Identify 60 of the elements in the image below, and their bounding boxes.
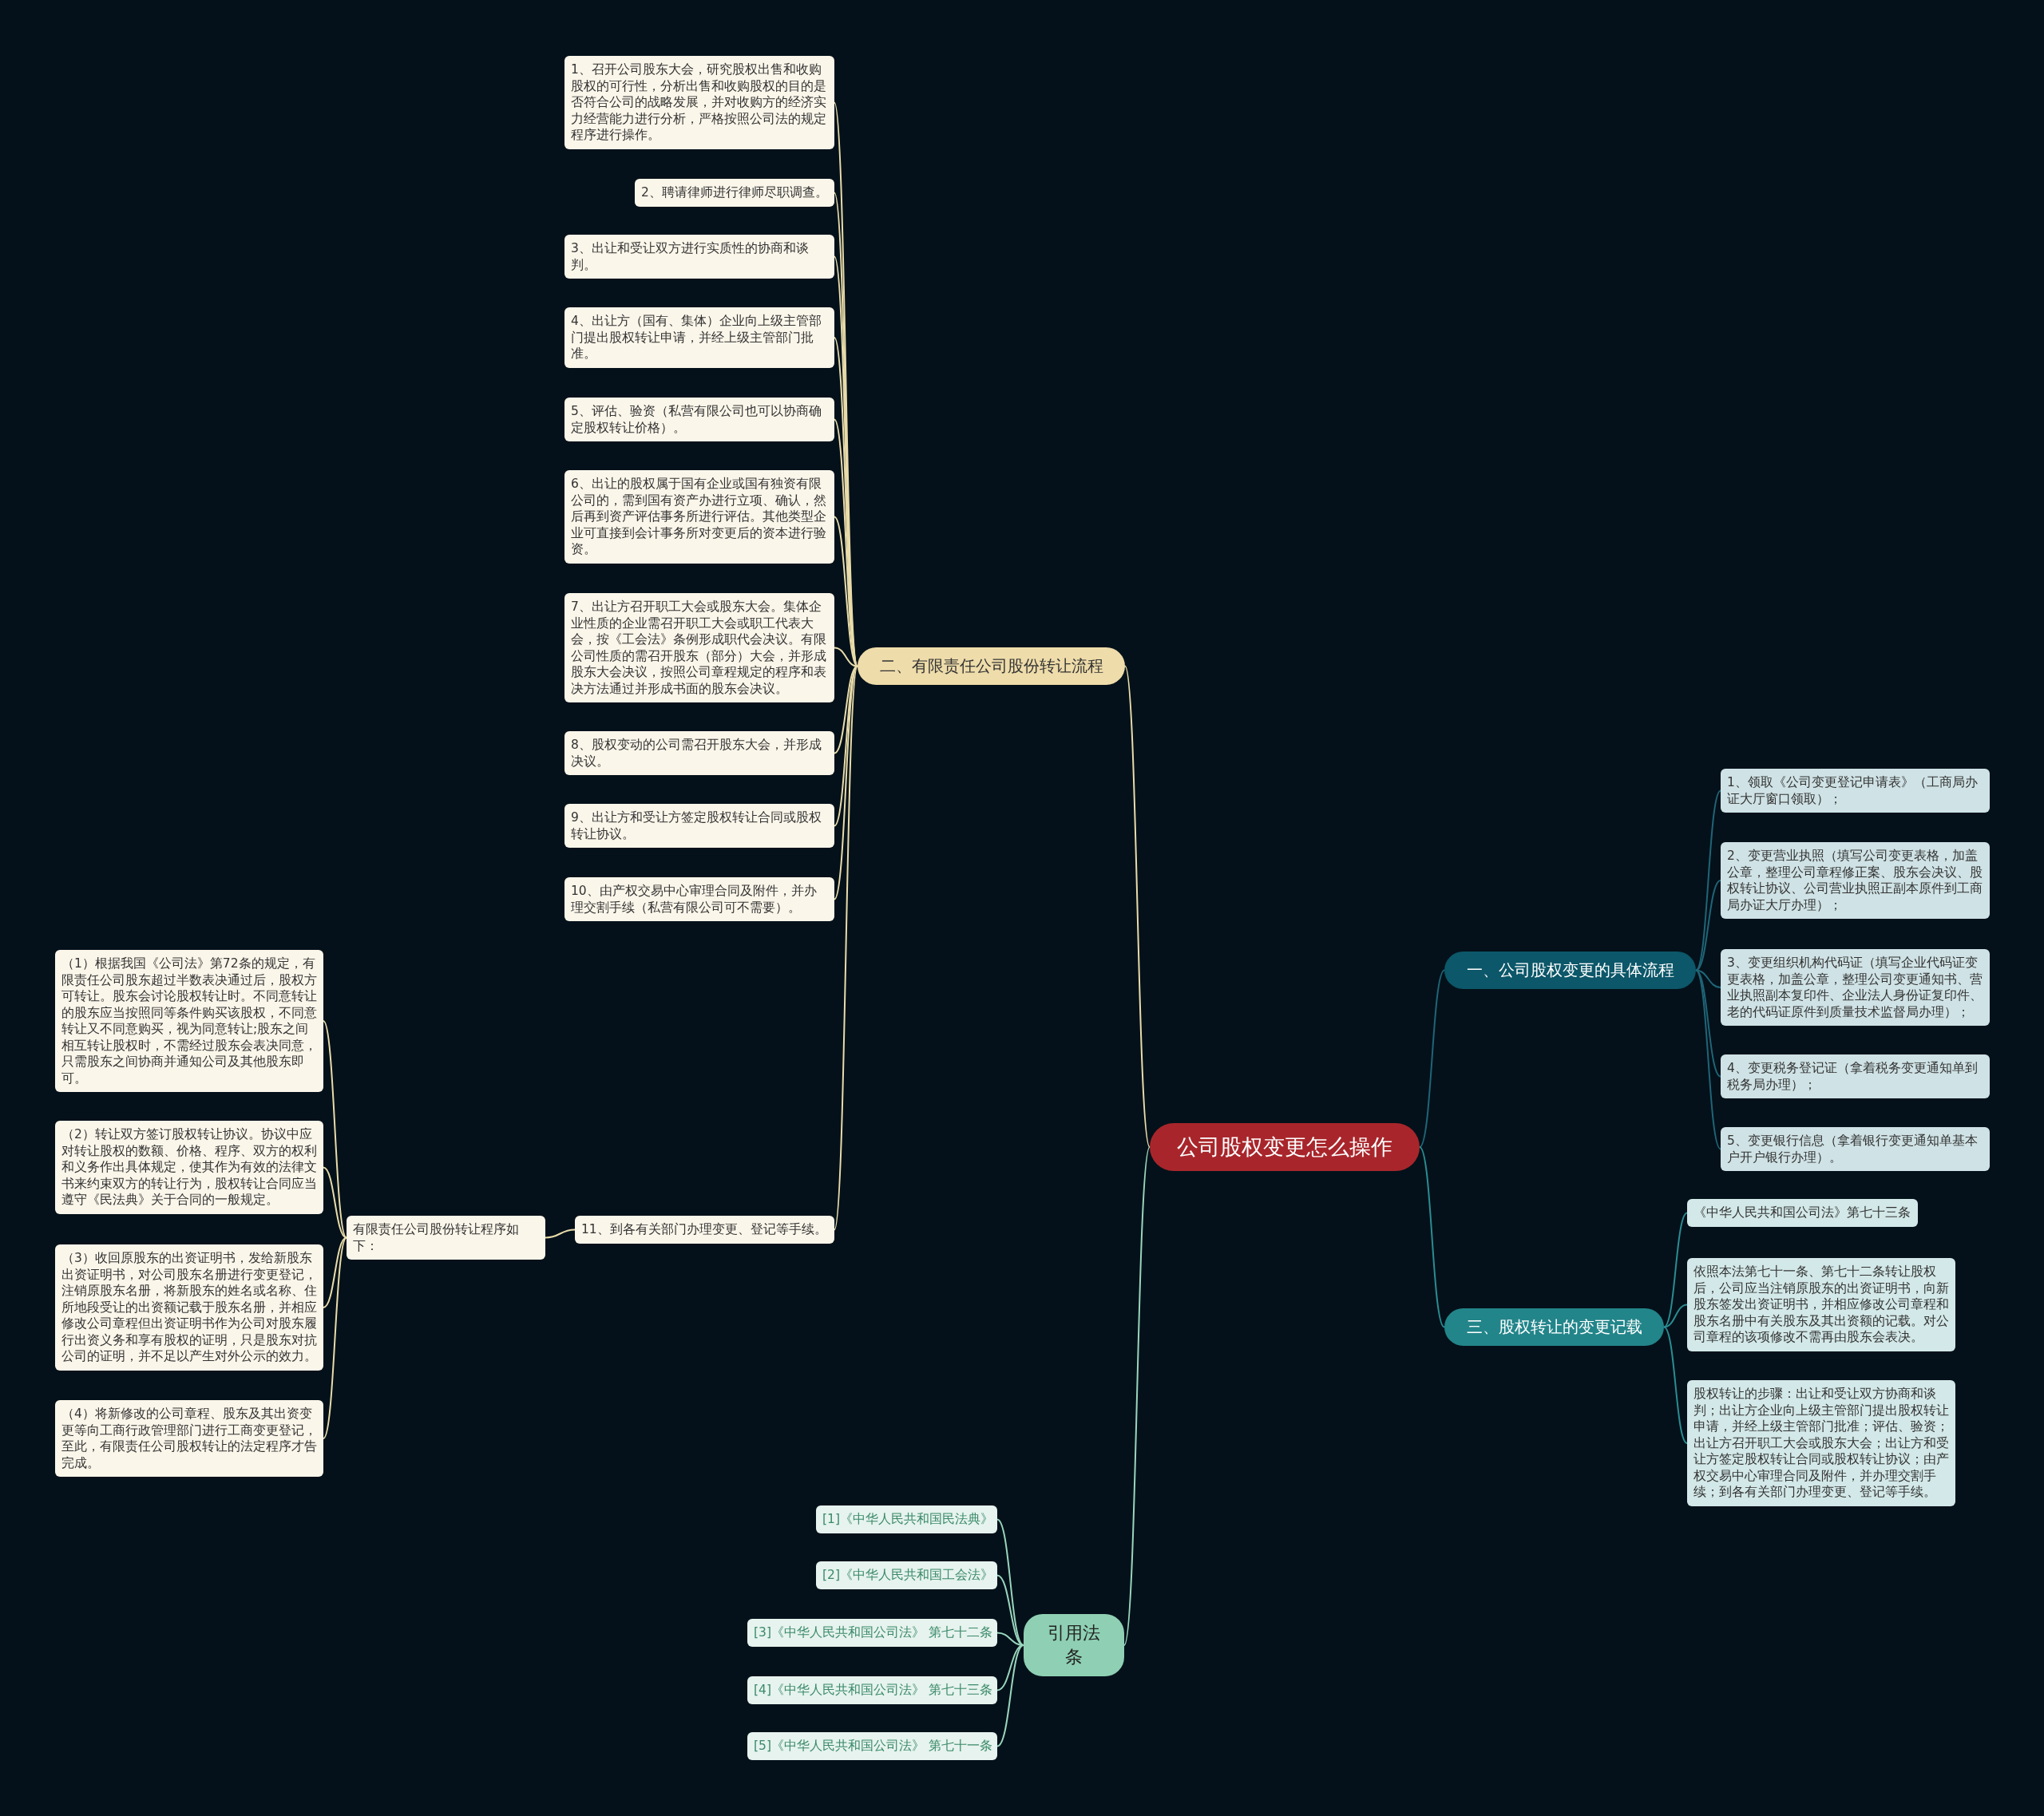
step-box: （2）转让双方签订股权转让协议。协议中应对转让股权的数额、价格、程序、双方的权利和义务作出具体规定，使其作为有效的法律文书来约束双方的转让行为，股权转让合同应当遵守《民法典》关于合同的一般规定。	[55, 1121, 323, 1214]
connector-line	[834, 665, 858, 1231]
connector-line	[1419, 969, 1445, 1148]
step-box: 5、评估、验资（私营有限公司也可以协商确定股权转让价格）。	[564, 398, 834, 441]
step-box: 3、出让和受让双方进行实质性的协商和谈判。	[564, 235, 834, 279]
connector-line	[323, 1236, 347, 1308]
step-box: 9、出让方和受让方签定股权转让合同或股权转让协议。	[564, 804, 834, 848]
step-box: （4）将新修改的公司章程、股东及其出资变更等向工商行政管理部门进行工商变更登记，至此，有限责任公司股权转让的法定程序才告完成。	[55, 1400, 323, 1477]
step-box: 2、聘请律师进行律师尽职调查。	[635, 179, 834, 207]
connector-line	[1124, 665, 1151, 1148]
connector-line	[1663, 1326, 1688, 1444]
connector-line	[1663, 1304, 1688, 1328]
step-box: 10、由产权交易中心审理合同及附件，并办理交割手续（私营有限公司可不需要）。	[564, 877, 834, 921]
connector-line	[1123, 1146, 1151, 1646]
connector-line	[1695, 880, 1721, 971]
connector-line	[996, 1518, 1024, 1646]
note-box: 股权转让的步骤：出让和受让双方协商和谈判；出让方企业向上级主管部门提出股权转让申请，并经上级主管部门批准；评估、验资；出让方召开职工大会或股东大会；出让方和受让方签定股权转让合同或股权转让协议；由产权交易中心审理合同及附件，并办理交割手续；到各有关部门办理变更、登记等手续。	[1687, 1380, 1955, 1506]
step-box: 1、召开公司股东大会，研究股权出售和收购股权的可行性，分析出售和收购股权的目的是否符合公司的战略发展，并对收购方的经济实力经营能力进行分析，严格按照公司法的规定程序进行操作。	[564, 56, 834, 149]
step-box: 5、变更银行信息（拿着银行变更通知单基本户开户银行办理）。	[1721, 1127, 1990, 1171]
branch-topic: 二、有限责任公司股份转让流程	[858, 647, 1125, 685]
connector-line	[834, 665, 858, 754]
root-topic: 公司股权变更怎么操作	[1150, 1123, 1420, 1171]
connector-line	[1419, 1146, 1445, 1328]
connector-line	[996, 1574, 1024, 1646]
connector-line	[834, 516, 858, 667]
step-box: 4、变更税务登记证（拿着税务变更通知单到税务局办理）；	[1721, 1054, 1990, 1098]
step-box: 1、领取《公司变更登记申请表》（工商局办证大厅窗口领取）；	[1721, 769, 1990, 813]
step-box: 6、出让的股权属于国有企业或国有独资有限公司的，需到国有资产办进行立项、确认，然后再到资产评估事务所进行评估。其他类型企业可直接到会计事务所对变更后的资本进行验资。	[564, 470, 834, 564]
connector-line	[1695, 969, 1721, 1150]
note-box: 依照本法第七十一条、第七十二条转让股权后，公司应当注销原股东的出资证明书，向新股东签发出资证明书，并相应修改公司章程和股东名册中有关股东及其出资额的记载。对公司章程的该项修改不需再由股东会表决。	[1687, 1258, 1955, 1351]
branch-topic: 引用法条	[1024, 1614, 1124, 1676]
connector-line	[1663, 1212, 1688, 1328]
connector-line	[996, 1644, 1024, 1691]
connector-line	[545, 1228, 576, 1239]
step-box: 2、变更营业执照（填写公司变更表格，加盖公章，整理公司章程修正案、股东会决议、股权转让协议、公司营业执照正副本原件到工商局办证大厅办理）；	[1721, 842, 1990, 919]
step-box: 11、到各有关部门办理变更、登记等手续。	[575, 1216, 834, 1244]
step-box: （3）收回原股东的出资证明书，发给新股东出资证明书，对公司股东名册进行变更登记，注销原股东名册，将新股东的姓名或名称、住所地段受让的出资额记载于股东名册，并相应修改公司章程但出资证明书作为公司对股东履行出资义务和享有股权的证明，只是股东对抗公司的证明，并不足以产生对外公示的效力。	[55, 1244, 323, 1371]
step-box: 3、变更组织机构代码证（填写企业代码证变更表格，加盖公章，整理公司变更通知书、营业执照副本复印件、企业法人身份证复印件、老的代码证原件到质量技术监督局办理）；	[1721, 949, 1990, 1026]
step-box: （1）根据我国《公司法》第72条的规定，有限责任公司股东超过半数表决通过后，股权方可转让。股东会讨论股权转让时。不同意转让的股东应当按照同等条件购买该股权，不同意转让又不同意购买，视为同意转让;股东之间相互转让股权时，不需经过股东会表决同意，只需股东之间协商并通知公司及其他股东即可。	[55, 950, 323, 1092]
reference-box: [2]《中华人民共和国工会法》	[816, 1561, 997, 1589]
connector-line	[834, 665, 858, 900]
reference-box: [3]《中华人民共和国公司法》 第七十二条	[747, 1619, 997, 1647]
note-box: 《中华人民共和国公司法》第七十三条	[1687, 1199, 1918, 1227]
step-box: 8、股权变动的公司需召开股东大会，并形成决议。	[564, 731, 834, 775]
branch-topic: 一、公司股权变更的具体流程	[1444, 952, 1696, 989]
subtopic-box: 有限责任公司股份转让程序如下：	[347, 1216, 545, 1260]
reference-box: [1]《中华人民共和国民法典》	[816, 1505, 997, 1533]
connector-line	[1695, 969, 1721, 988]
step-box: 4、出让方（国有、集体）企业向上级主管部门提出股权转让申请，并经上级主管部门批准。	[564, 307, 834, 368]
branch-topic: 三、股权转让的变更记载	[1444, 1308, 1664, 1346]
connector-line	[323, 1236, 347, 1439]
connector-line	[834, 665, 858, 827]
connector-line	[834, 647, 858, 667]
reference-box: [5]《中华人民共和国公司法》 第七十一条	[747, 1732, 997, 1760]
connector-line	[323, 1166, 347, 1239]
reference-box: [4]《中华人民共和国公司法》 第七十三条	[747, 1676, 997, 1704]
connector-line	[1695, 789, 1721, 971]
connector-line	[996, 1644, 1024, 1747]
step-box: 7、出让方召开职工大会或股东大会。集体企业性质的企业需召开职工大会或职工代表大会，按《工会法》条例形成职代会决议。有限公司性质的需召开股东（部分）大会，并形成股东大会决议，按照公司章程规定的程序和表决方法通过并形成书面的股东会决议。	[564, 593, 834, 702]
connector-line	[323, 1020, 347, 1239]
